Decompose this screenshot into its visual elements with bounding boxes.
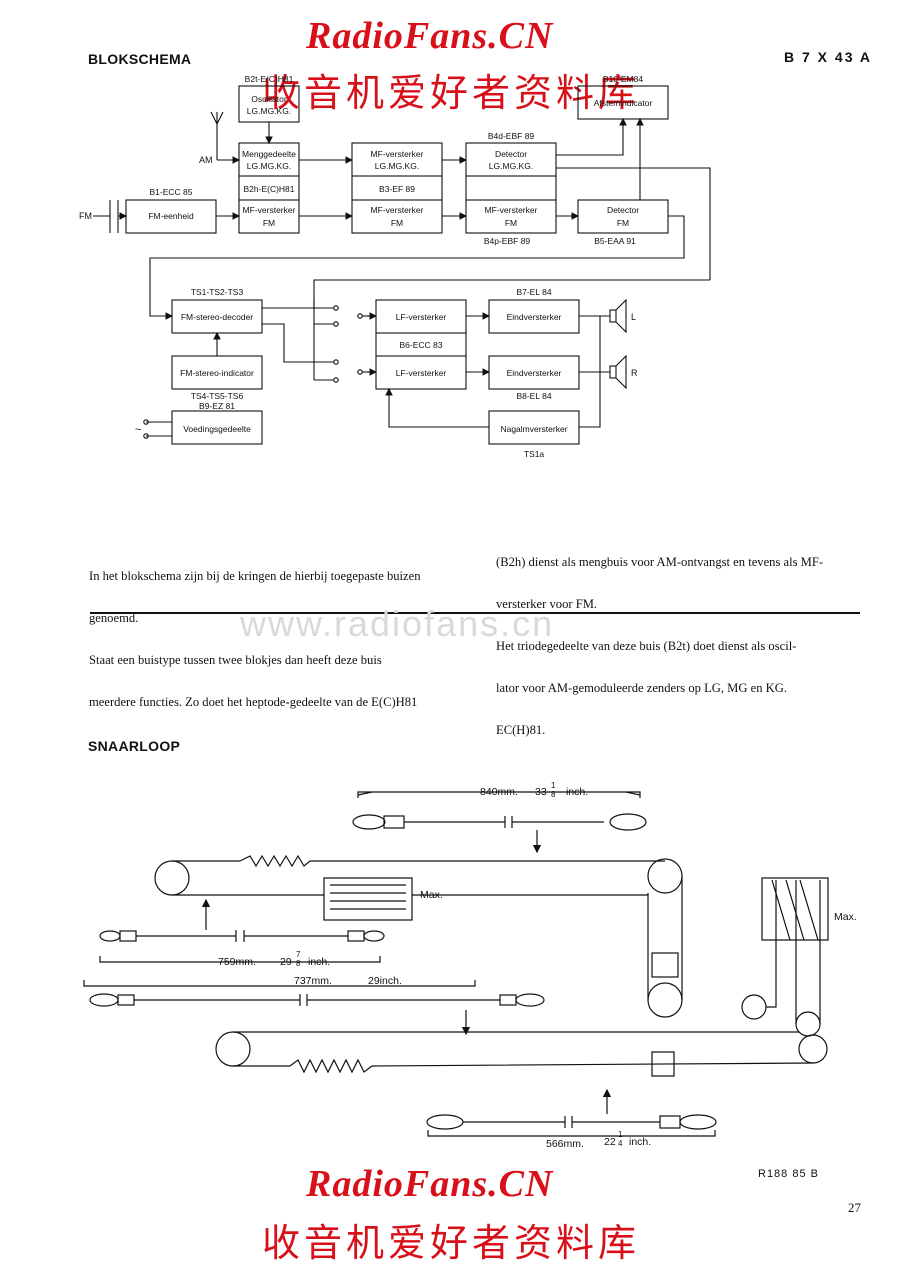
cord2-unit: inch.: [308, 956, 330, 968]
block-detector-am-l2: LG.MG.KG.: [489, 161, 533, 171]
block-oscillator-l1: Oscillator: [251, 94, 287, 104]
cord3-length: 737mm.: [294, 975, 332, 987]
cord2-frac-den: 8: [296, 959, 301, 968]
watermark-brand-top: RadioFans.CN: [306, 15, 554, 57]
block-mf-am-l1: MF-versterker: [371, 149, 424, 159]
cord1-frac-den: 8: [551, 790, 556, 799]
cord2-inch: 29: [280, 956, 292, 968]
drawing-reference: R188 85 B: [758, 1168, 819, 1180]
tube-ts-decoder: TS1-TS2-TS3: [191, 287, 244, 297]
explanation-right: (B2h) dienst als mengbuis voor AM-ontvan…: [496, 527, 823, 751]
tube-b7: B7-EL 84: [516, 287, 551, 297]
block-mf-fm1-l2: FM: [263, 218, 275, 228]
watermark-cn-top: 收音机爱好者资料库: [262, 71, 641, 115]
block-mf-am-l2: LG.MG.KG.: [375, 161, 419, 171]
watermark-url: www.radiofans.cn: [240, 603, 555, 644]
tube-ts-indicator: TS4-TS5-TS6: [191, 391, 244, 401]
input-am-label: AM: [199, 155, 213, 165]
block-diagram: B2t-E(C)H81 Oscillator LG.MG.KG. B10-EM8…: [79, 74, 711, 459]
cord4-frac-den: 4: [618, 1139, 623, 1148]
speaker-left-label: L: [631, 312, 636, 322]
cord1-frac-num: 1: [551, 781, 556, 790]
cord1-unit: inch.: [566, 786, 588, 798]
block-mf-fm1-l1: MF-versterker: [243, 205, 296, 215]
block-lf-amp-r: LF-versterker: [396, 368, 447, 378]
model-number: B 7 X 43 A: [784, 49, 872, 65]
explanation-right-line5: EC(H)81.: [496, 723, 546, 737]
block-stereo-decoder: FM-stereo-decoder: [181, 312, 253, 322]
input-fm-label: FM: [79, 211, 92, 221]
explanation-left: In het blokschema zijn bij de kringen de…: [89, 541, 421, 723]
block-detector-fm-l1: Detector: [607, 205, 639, 215]
block-oscillator-l2: LG.MG.KG.: [247, 106, 291, 116]
cord4-unit: inch.: [629, 1136, 651, 1148]
block-detector-fm-l2: FM: [617, 218, 629, 228]
block-output-r: Eindversterker: [507, 368, 562, 378]
cord2-frac-num: 7: [296, 950, 301, 959]
tube-ts-reverb: TS1a: [524, 449, 545, 459]
watermark-brand-bottom: RadioFans.CN: [306, 1163, 554, 1205]
block-mf-fm2-l1: MF-versterker: [371, 205, 424, 215]
block-detector-am-l1: Detector: [495, 149, 527, 159]
tube-b4d: B4d-EBF 89: [488, 131, 535, 141]
tube-b6: B6-ECC 83: [400, 340, 443, 350]
cord3-inch: 29inch.: [368, 975, 402, 987]
explanation-left-line2: genoemd.: [89, 611, 139, 625]
watermark-cn-bottom: 收音机爱好者资料库: [262, 1221, 641, 1265]
tube-b4p: B4p-EBF 89: [484, 236, 531, 246]
tube-b3: B3-EF 89: [379, 184, 415, 194]
cord1-inch: 33: [535, 786, 547, 798]
page-number: 27: [848, 1200, 861, 1215]
section-divider: [90, 612, 860, 614]
block-tuning-indicator: Afstemindicator: [594, 98, 653, 108]
tube-b1: B1-ECC 85: [150, 187, 193, 197]
tube-b8: B8-EL 84: [516, 391, 551, 401]
explanation-right-line1: (B2h) dienst als mengbuis voor AM-ontvan…: [496, 555, 824, 569]
cord4-length: 566mm.: [546, 1138, 584, 1150]
block-fm-unit: FM-eenheid: [148, 211, 194, 221]
block-lf-amp-l: LF-versterker: [396, 312, 447, 322]
block-mixer-l1: Menggedeelte: [242, 149, 296, 159]
tube-b2h: B2h-E(C)H81: [243, 184, 294, 194]
explanation-left-line3: Staat een buistype tussen twee blokjes d…: [89, 653, 382, 667]
speaker-right-label: R: [631, 368, 638, 378]
block-mf-fm2-l2: FM: [391, 218, 403, 228]
block-power-supply: Voedingsgedeelte: [183, 424, 251, 434]
block-mf-fm3-l2: FM: [505, 218, 517, 228]
cord4-inch: 22: [604, 1136, 616, 1148]
explanation-right-line2: versterker voor FM.: [496, 597, 598, 611]
tube-b5: B5-EAA 91: [594, 236, 636, 246]
tube-b10: B10-EM84: [603, 74, 643, 84]
block-output-l: Eindversterker: [507, 312, 562, 322]
max-label-2: Max.: [834, 911, 857, 923]
max-label-1: Max.: [420, 889, 443, 901]
cord2-length: 759mm.: [218, 956, 256, 968]
dial-cord-diagram: 840mm. 33 1 8 inch. Max. 759mm. 29 7 8 i…: [83, 781, 857, 1150]
section-title-snaarloop: SNAARLOOP: [88, 738, 181, 754]
tube-b2t: B2t-E(C)H81: [245, 74, 294, 84]
explanation-right-line3: Het triodegedeelte van deze buis (B2t) d…: [496, 639, 797, 653]
block-reverb-amp: Nagalmversterker: [500, 424, 567, 434]
mains-symbol: ~: [135, 424, 141, 436]
section-title-blokschema: BLOKSCHEMA: [88, 51, 192, 67]
explanation-right-line4: lator voor AM-gemoduleerde zenders op LG…: [496, 681, 787, 695]
block-mixer-l2: LG.MG.KG.: [247, 161, 291, 171]
cord1-length: 840mm.: [480, 786, 518, 798]
tube-b9: B9-EZ 81: [199, 401, 235, 411]
explanation-left-line4: meerdere functies. Zo doet het heptode-g…: [89, 695, 418, 709]
cord4-frac-num: 1: [618, 1130, 623, 1139]
block-stereo-indicator: FM-stereo-indicator: [180, 368, 254, 378]
block-mf-fm3-l1: MF-versterker: [485, 205, 538, 215]
explanation-left-line1: In het blokschema zijn bij de kringen de…: [89, 569, 421, 583]
